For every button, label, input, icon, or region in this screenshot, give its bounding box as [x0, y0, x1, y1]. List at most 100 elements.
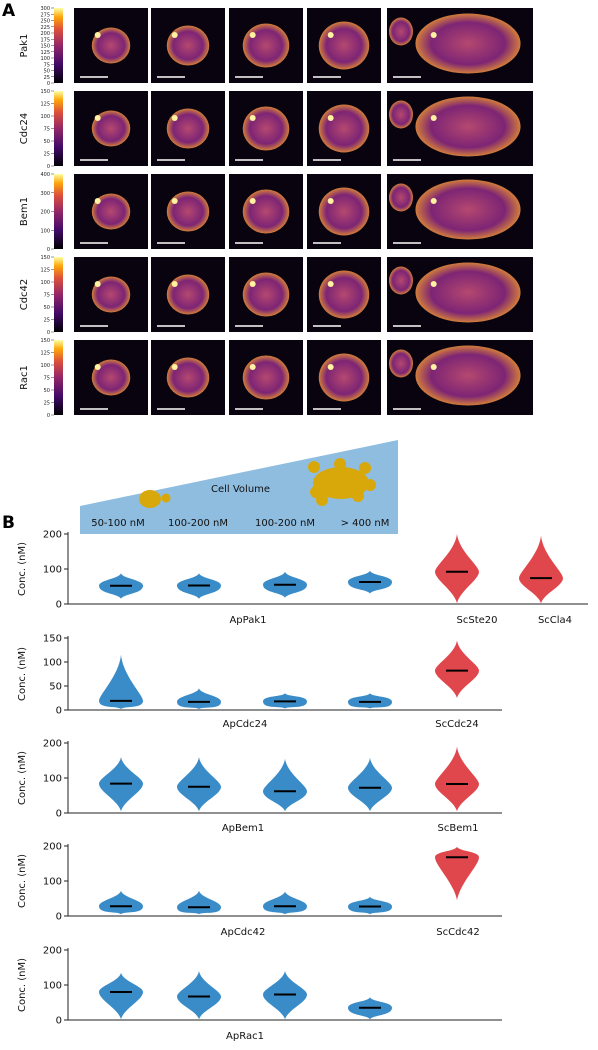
colorbar-tick-label: 50	[44, 69, 50, 75]
group-label: ApBem1	[222, 823, 264, 834]
micrograph-image	[387, 8, 533, 83]
micrograph-image	[74, 91, 148, 166]
colorbar-tick-label: 0	[47, 164, 50, 170]
cell-shape	[91, 359, 131, 396]
y-tick-label: 100	[43, 565, 62, 576]
panel-letter-a: A	[2, 1, 16, 21]
cortex-spot	[171, 115, 178, 121]
cortex-spot	[430, 198, 437, 204]
cortex-spot	[171, 198, 178, 204]
colorbar-tick-label: 200	[40, 210, 50, 216]
colorbar-tick-label: 300	[40, 191, 50, 197]
y-tick-label: 0	[56, 912, 62, 923]
volume-range-label: 50-100 nM	[91, 518, 145, 529]
micrograph-image	[151, 340, 225, 415]
group-label: ScCdc24	[435, 719, 478, 730]
colorbar-tick-label: 150	[40, 338, 50, 344]
violin-ap	[99, 654, 143, 710]
colorbar-tick-label: 300	[40, 6, 50, 12]
cell-shape	[242, 272, 290, 317]
bud-icon	[352, 490, 364, 502]
colorbar-tick-label: 75	[44, 293, 50, 299]
colorbar-tick-label: 400	[40, 172, 50, 178]
micrograph-image	[74, 257, 148, 332]
cell-shape	[415, 13, 521, 74]
colorbar-tick-label: 25	[44, 75, 50, 81]
y-tick-label: 0	[56, 706, 62, 717]
cortex-spot	[430, 32, 437, 38]
micrograph-image	[387, 257, 533, 332]
micrograph-image	[307, 8, 381, 83]
small-bud-icon	[161, 493, 171, 503]
cortex-spot	[94, 364, 101, 370]
y-axis-label: Conc. (nM)	[17, 647, 28, 701]
colorbar-tick-label: 125	[40, 268, 50, 274]
violin-ap	[263, 891, 307, 915]
cell-shape	[389, 349, 413, 378]
colorbar-tick-label: 0	[47, 413, 50, 419]
cortex-spot	[249, 198, 256, 204]
micrograph-image	[229, 91, 303, 166]
cortex-spot	[249, 364, 256, 370]
y-tick-label: 100	[43, 981, 62, 992]
micrograph-image	[229, 8, 303, 83]
micrograph-image	[307, 174, 381, 249]
colorbar-tick-label: 25	[44, 152, 50, 158]
group-label: ApRac1	[226, 1031, 264, 1042]
colorbar	[54, 91, 63, 166]
group-label: ScCla4	[538, 615, 572, 626]
colorbar-tick-label: 100	[40, 114, 50, 120]
cell-shape	[318, 104, 370, 153]
colorbar-tick-label: 125	[40, 50, 50, 56]
group-label: ApPak1	[229, 615, 266, 626]
micrograph-image	[229, 174, 303, 249]
cell-shape	[415, 96, 521, 157]
cortex-spot	[94, 281, 101, 287]
colorbar-tick-label: 125	[40, 351, 50, 357]
cell-shape	[318, 187, 370, 236]
violin-ap	[177, 688, 221, 710]
micrograph-image	[387, 174, 533, 249]
micrograph-image	[151, 257, 225, 332]
colorbar-tick-label: 125	[40, 102, 50, 108]
cortex-spot	[249, 115, 256, 121]
violin-ap	[348, 757, 392, 812]
y-axis-label: Conc. (nM)	[17, 751, 28, 805]
violin-sc	[435, 746, 479, 812]
row-label: Bem1	[19, 197, 30, 226]
y-axis-label: Conc. (nM)	[17, 958, 28, 1012]
micrograph-image	[387, 91, 533, 166]
micrograph-image	[387, 340, 533, 415]
colorbar-tick-label: 100	[40, 56, 50, 62]
cortex-spot	[430, 364, 437, 370]
colorbar-tick-label: 75	[44, 127, 50, 133]
group-label: ApCdc42	[221, 927, 266, 938]
micrograph-image	[307, 257, 381, 332]
panel-letter-b: B	[2, 513, 15, 533]
cortex-spot	[430, 115, 437, 121]
violin-ap	[177, 971, 221, 1020]
violin-ap	[348, 896, 392, 915]
y-tick-label: 0	[56, 600, 62, 611]
cell-shape	[415, 262, 521, 323]
cell-shape	[242, 106, 290, 151]
y-tick-label: 200	[43, 739, 62, 750]
violin-ap	[99, 890, 143, 915]
colorbar-tick-label: 50	[44, 305, 50, 311]
group-label: ApCdc24	[223, 719, 268, 730]
micrograph-image	[74, 340, 148, 415]
cell-shape	[242, 355, 290, 400]
cortex-spot	[171, 281, 178, 287]
micrograph-image	[151, 174, 225, 249]
colorbar-tick-label: 75	[44, 376, 50, 382]
colorbar-tick-label: 0	[47, 330, 50, 336]
colorbar	[54, 257, 63, 332]
colorbar-tick-label: 150	[40, 255, 50, 261]
y-tick-label: 200	[43, 842, 62, 853]
row-label: Rac1	[19, 365, 30, 390]
